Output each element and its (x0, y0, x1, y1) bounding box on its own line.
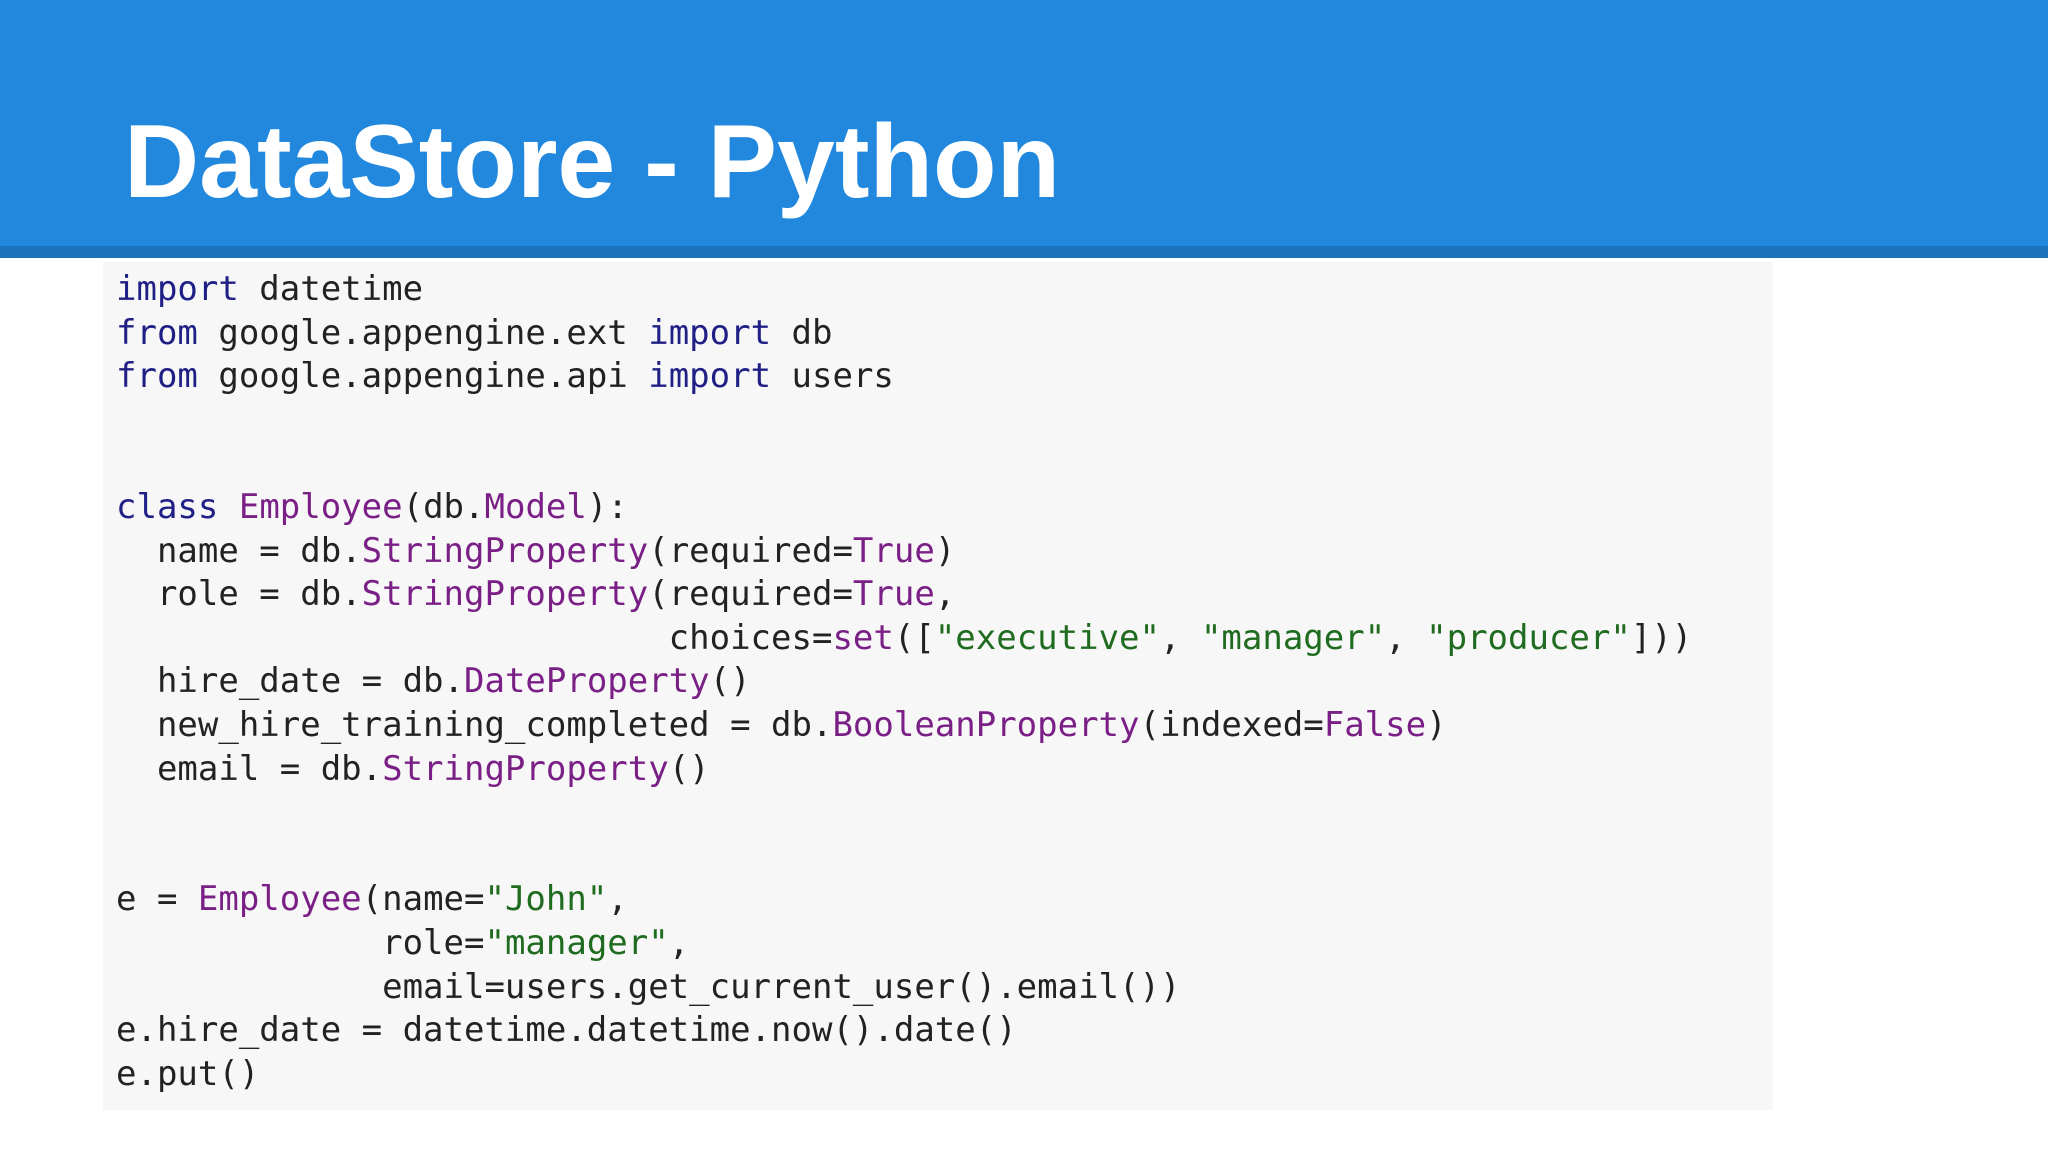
code-token: "John" (484, 879, 608, 920)
code-line: name = db.StringProperty(required=True) (116, 530, 1692, 574)
code-line: role = db.StringProperty(required=True, (116, 573, 1692, 617)
code-token: ) (934, 530, 956, 571)
code-line: e.hire_date = datetime.datetime.now().da… (116, 1009, 1692, 1053)
code-token: (name= (361, 879, 485, 920)
code-token: db (771, 312, 833, 353)
code-line: email=users.get_current_user().email()) (116, 966, 1692, 1010)
code-token: DateProperty (464, 661, 710, 702)
code-line-blank (116, 442, 1692, 486)
code-token: StringProperty (382, 748, 669, 789)
code-line: import datetime (116, 268, 1692, 312)
code-token: choices= (116, 617, 833, 658)
code-line: email = db.StringProperty() (116, 748, 1692, 792)
code-token: import (116, 269, 239, 309)
code-token: () (668, 748, 710, 789)
code-line: from google.appengine.api import users (116, 355, 1692, 399)
code-line: hire_date = db.DateProperty() (116, 660, 1692, 704)
code-token: set (832, 617, 894, 658)
code-line: choices=set(["executive", "manager", "pr… (116, 617, 1693, 661)
code-token: , (607, 879, 628, 920)
code-token: hire_date = db. (116, 661, 464, 702)
code-token: role= (116, 922, 485, 963)
code-line-blank (116, 399, 1692, 443)
code-token: class (116, 486, 219, 527)
code-line: e = Employee(name="John", (116, 878, 1692, 922)
code-token: google.appengine.api (197, 356, 649, 397)
code-token: datetime (238, 269, 424, 309)
code-token: (db. (402, 486, 485, 527)
code-line-blank (116, 835, 1692, 879)
code-token: , (934, 574, 956, 615)
title-bar: DataStore - Python (0, 0, 2048, 258)
code-token: users (771, 356, 894, 397)
code-token: ): (586, 486, 628, 527)
code-token: role = db. (116, 574, 362, 615)
code-token: True (852, 574, 935, 615)
code-token: () (709, 661, 751, 702)
code-token: False (1323, 704, 1427, 745)
code-token: import (648, 312, 772, 353)
code-token: email = db. (116, 748, 383, 789)
code-token: , (1160, 617, 1201, 658)
code-token: "executive" (934, 617, 1160, 658)
code-token: (indexed= (1139, 704, 1324, 745)
code-token: (required= (648, 530, 853, 571)
code-line: class Employee(db.Model): (116, 486, 1692, 530)
code-token: BooleanProperty (832, 704, 1140, 745)
code-token: ([ (893, 617, 935, 658)
code-token: e = (116, 879, 198, 920)
code-token: e.hire_date = datetime.datetime.now().da… (116, 1010, 1017, 1051)
code-line: from google.appengine.ext import db (116, 312, 1692, 356)
code-token: Employee (238, 486, 403, 527)
code-token: google.appengine.ext (197, 312, 649, 353)
code-line: e.put() (116, 1053, 1692, 1097)
code-token: True (852, 530, 935, 571)
code-token: "manager" (484, 922, 669, 963)
code-token: ) (1426, 704, 1447, 745)
code-token: from (116, 312, 198, 353)
code-token: StringProperty (361, 530, 649, 571)
code-token: email=users.get_current_user().email()) (116, 966, 1181, 1007)
code-token: e.put() (116, 1053, 260, 1094)
code-token: StringProperty (361, 574, 649, 615)
code-token: name = db. (116, 530, 362, 571)
code-token: (required= (648, 574, 853, 615)
code-line: new_hire_training_completed = db.Boolean… (116, 704, 1692, 748)
code-token: import (648, 356, 772, 397)
code-token: Model (484, 486, 587, 527)
code-token: from (116, 356, 198, 397)
code-token (218, 487, 238, 527)
code-line-blank (116, 791, 1692, 835)
code-token: "producer" (1426, 617, 1631, 658)
code-line: role="manager", (116, 922, 1692, 966)
code-token: , (1385, 617, 1427, 658)
code-token: "manager" (1200, 617, 1386, 658)
slide-title: DataStore - Python (124, 104, 1061, 220)
code-token: new_hire_training_completed = db. (116, 704, 833, 745)
code-token: ])) (1630, 617, 1693, 658)
code-token: , (668, 922, 690, 963)
code-token: Employee (197, 879, 362, 920)
